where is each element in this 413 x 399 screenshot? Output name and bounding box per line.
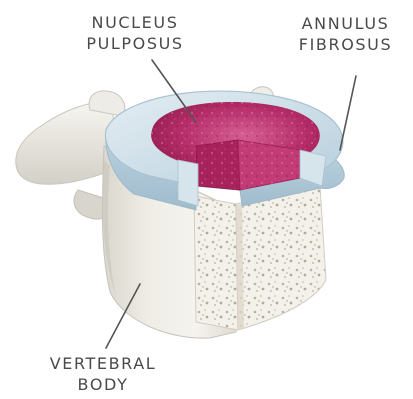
nucleus-cut-face-left-texture bbox=[196, 140, 240, 190]
cancellous-bone-front-face bbox=[194, 196, 238, 330]
vertebral-body-label: VERTEBRAL BODY bbox=[28, 353, 178, 395]
annulus-fibrosus-label-line1: ANNULUS bbox=[283, 13, 408, 34]
annulus-cut-edge-left bbox=[178, 160, 198, 206]
vertebral-body-label-line2: BODY bbox=[28, 374, 178, 395]
vertebral-body-label-line1: VERTEBRAL bbox=[28, 353, 178, 374]
nucleus-pulposus-label-line2: PULPOSUS bbox=[60, 33, 210, 54]
nucleus-pulposus-label: NUCLEUS PULPOSUS bbox=[60, 12, 210, 54]
cancellous-bone-side-face bbox=[236, 186, 326, 330]
annulus-fibrosus-label-line2: FIBROSUS bbox=[283, 34, 408, 55]
annulus-fibrosus-leader bbox=[340, 76, 356, 150]
annulus-fibrosus-label: ANNULUS FIBROSUS bbox=[283, 13, 408, 55]
nucleus-pulposus-label-line1: NUCLEUS bbox=[60, 12, 210, 33]
